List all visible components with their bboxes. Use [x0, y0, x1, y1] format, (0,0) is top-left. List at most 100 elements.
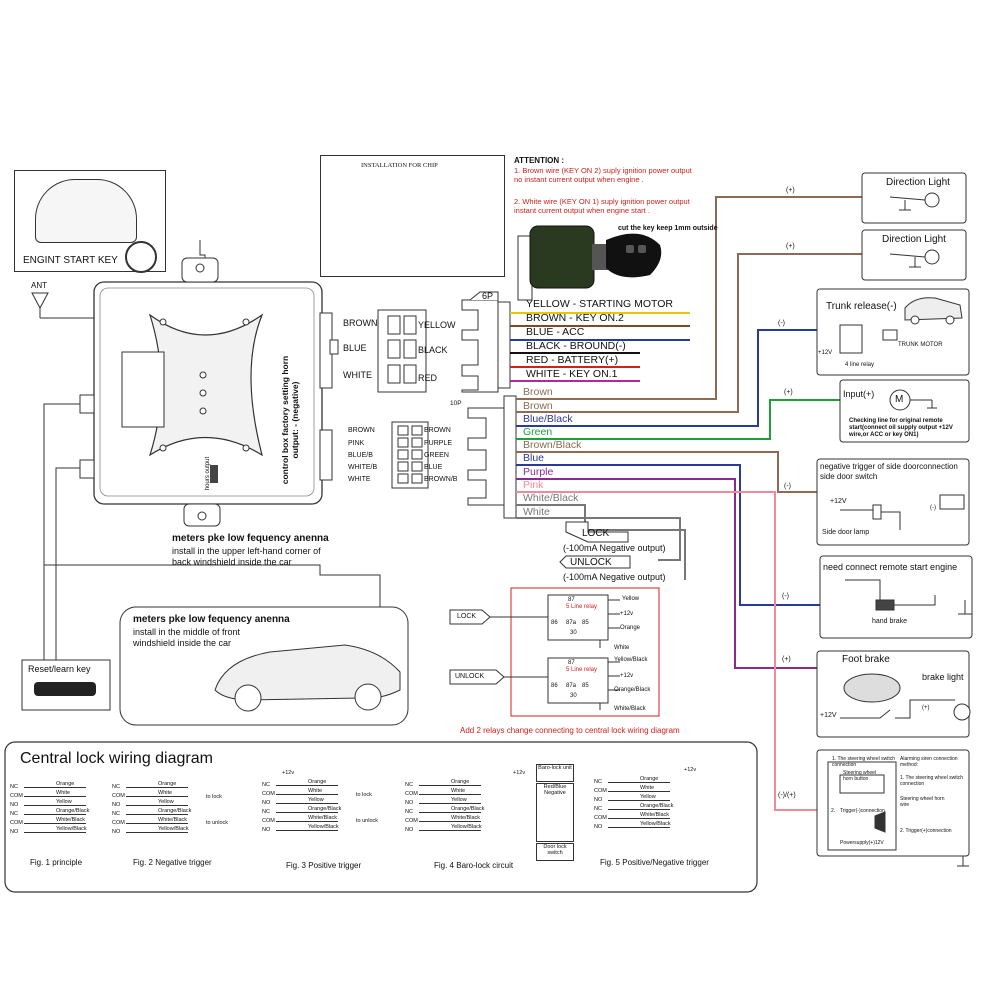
fig3-wire-4: White/Black: [308, 815, 338, 821]
fig3-to_unlock: to unlock: [356, 818, 379, 824]
siren-right-title: Alarming siren connection method:: [900, 756, 958, 768]
fig2-wire-2: Yellow: [158, 799, 174, 805]
10p-wire-0: Brown: [523, 386, 553, 398]
fig3-term-0: NC: [262, 782, 270, 788]
6p-wire-2: BLUE - ACC: [526, 326, 585, 338]
baro-door-switch-box: Door lock switch: [536, 843, 574, 861]
relay1-87: 87: [568, 597, 575, 603]
relay2-87a: 87a: [566, 683, 577, 689]
fig2-term-1: COM: [112, 793, 125, 799]
dashboard-icon: [35, 179, 137, 243]
6p-wire-0: YELLOW - STARTING MOTOR: [526, 298, 674, 310]
fig3-to_lock: to lock: [356, 792, 372, 798]
fig1-wire-2: Yellow: [56, 799, 72, 805]
fig1-wire-line-4: [24, 823, 86, 824]
6p-left-1: BLUE: [343, 343, 367, 353]
side-lamp: Side door lamp: [822, 529, 870, 536]
relay2-85: 85: [582, 683, 589, 689]
fig2-wire-line-0: [126, 787, 188, 788]
attention-title: ATTENTION :: [514, 156, 565, 165]
fig1-wire-3: Orange/Black: [56, 808, 90, 814]
siren-r2: 2. Trigger(+)connection: [900, 828, 952, 834]
10p-wire-4: Brown/Black: [523, 439, 582, 451]
fig3-caption: Fig. 3 Positive trigger: [286, 861, 362, 870]
10p-right-1: PURPLE: [424, 440, 453, 447]
fig5-term-4: COM: [594, 815, 607, 821]
attention-item2: 2. White wire (KEY ON 1) suply ignition …: [514, 197, 690, 215]
fig5-wire-line-3: [608, 809, 670, 810]
plus-4: (+): [782, 656, 791, 663]
fig4-wire-line-4: [419, 821, 481, 822]
fig3-wire-line-1: [276, 794, 338, 795]
fig4-v12: +12v: [513, 770, 526, 776]
10p-wire-7: Pink: [523, 479, 544, 491]
fig5-term-5: NO: [594, 824, 603, 830]
fig1-term-0: NC: [10, 784, 18, 790]
relay-lock-label: LOCK: [457, 613, 477, 620]
fig4-wire-5: Yellow/Black: [451, 824, 482, 830]
cut-key-label: cut the key keep 1mm outside: [618, 225, 718, 232]
fig2-wire-3: Orange/Black: [158, 808, 192, 814]
fig4-wire-line-3: [419, 812, 481, 813]
brake-12v: +12V: [820, 712, 837, 719]
remote-title: need connect remote start engine: [823, 562, 958, 572]
fig3-wire-line-5: [276, 830, 338, 831]
relay2-w0: Yellow/Black: [614, 657, 648, 663]
antenna1-desc: install in the upper left-hand corner of…: [172, 546, 321, 567]
hand-brake: hand brake: [872, 618, 908, 625]
fig2-wire-line-2: [126, 805, 188, 806]
fig4-wire-3: Orange/Black: [451, 806, 485, 812]
fig2-wire-0: Orange: [158, 781, 177, 787]
minus-1: (-): [778, 320, 785, 327]
fig1-caption: Fig. 1 principle: [30, 858, 83, 867]
10p-left-4: WHITE: [348, 476, 371, 483]
ignition-lock-drawing: [517, 225, 662, 301]
fig2-term-5: NO: [112, 829, 121, 835]
antenna2-desc: install in the middle of front windshiel…: [133, 627, 241, 648]
fig1-term-4: COM: [10, 820, 23, 826]
chip-install-panel: INSTALLATION FOR CHIP: [320, 155, 505, 277]
6p-right-1: BLACK: [418, 345, 448, 355]
10p-wire-8: White/Black: [523, 492, 579, 504]
brake-plus: (+): [922, 705, 930, 711]
fig1-wire-line-0: [24, 787, 86, 788]
relay1-86: 86: [551, 620, 558, 626]
fig2-to_unlock: to unlock: [206, 820, 229, 826]
relay1-type: 5 Line relay: [566, 604, 598, 610]
fig2-wire-line-4: [126, 823, 188, 824]
fig3-wire-line-4: [276, 821, 338, 822]
minus-plus-label: (-)/(+): [778, 792, 796, 799]
fig5-term-1: COM: [594, 788, 607, 794]
fig4-wire-line-5: [419, 830, 481, 831]
6p-left-2: WHITE: [343, 370, 372, 380]
fig4-caption: Fig. 4 Baro-lock circuit: [434, 861, 514, 870]
fig2-wire-5: Yellow/Black: [158, 826, 189, 832]
reset-button-icon[interactable]: [34, 682, 96, 696]
motor-icon: M: [895, 394, 904, 405]
10p-wire-3: Green: [523, 426, 553, 438]
fig5-wire-1: White: [640, 785, 655, 791]
10p-left-2: BLUE/B: [348, 452, 373, 459]
connector-6p-label: 6P: [482, 291, 494, 301]
fig3-wire-0: Orange: [308, 779, 327, 785]
fig5-wire-3: Orange/Black: [640, 803, 674, 809]
fig1-term-5: NO: [10, 829, 19, 835]
minus-3: (-): [782, 593, 789, 600]
antenna1-title: meters pke low fequency anenna: [172, 533, 329, 544]
fig5-wire-line-5: [608, 827, 670, 828]
fig3-wire-1: White: [308, 788, 323, 794]
fig5-term-3: NC: [594, 806, 602, 812]
trunk-relay: 4 line relay: [845, 362, 875, 368]
fig5-wire-5: Yellow/Black: [640, 821, 671, 827]
6p-wire-1: BROWN - KEY ON.2: [526, 312, 624, 324]
fig3-term-3: NC: [262, 809, 270, 815]
fig3-v12: +12v: [282, 770, 295, 776]
fig3-wire-line-3: [276, 812, 338, 813]
fig1-wire-line-5: [24, 832, 86, 833]
control-box: [79, 257, 339, 527]
fig2-wire-line-5: [126, 832, 188, 833]
trunk-title: Trunk release(-): [826, 301, 897, 312]
relay-box-border: [510, 587, 660, 717]
fig4-term-4: COM: [405, 818, 418, 824]
trunk-12v: +12V: [818, 350, 833, 356]
